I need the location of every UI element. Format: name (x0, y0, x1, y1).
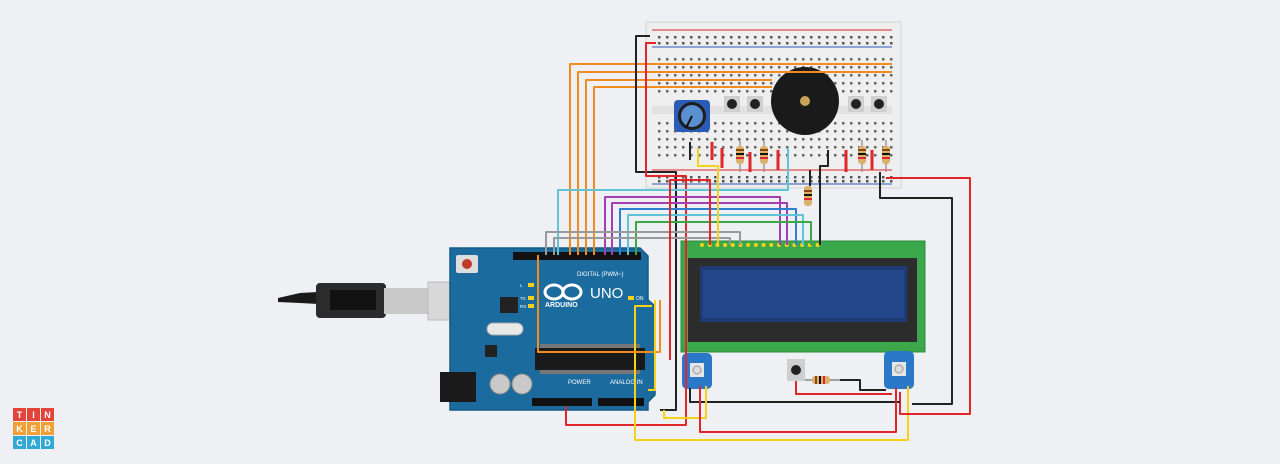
wire[interactable] (886, 177, 971, 415)
power-jack[interactable] (440, 372, 476, 402)
pushbutton-3[interactable] (848, 96, 864, 112)
logo-letter: D (44, 438, 51, 448)
wire[interactable] (795, 381, 892, 395)
power-label: POWER (568, 380, 591, 386)
logo-tile (27, 422, 40, 435)
arduino-logo (543, 283, 583, 301)
analog-header[interactable] (598, 398, 644, 406)
wire[interactable] (669, 179, 711, 360)
logo-letter: E (30, 424, 36, 434)
pushbutton-2[interactable] (747, 96, 763, 112)
digital-header[interactable] (513, 252, 641, 260)
arduino-uno-board[interactable]: ARDUINO UNO DIGITAL (PWM~) POWER ANALOG … (440, 247, 656, 411)
wire[interactable] (634, 305, 909, 441)
digital-label: DIGITAL (PWM~) (577, 272, 624, 278)
wire[interactable] (627, 214, 804, 255)
logo-letter: K (16, 424, 23, 434)
wire[interactable] (565, 42, 687, 426)
piezo-buzzer[interactable] (771, 67, 839, 135)
pushbutton-4[interactable] (871, 96, 887, 112)
resistor[interactable] (760, 140, 768, 172)
wire[interactable] (569, 63, 892, 255)
power-header[interactable] (532, 398, 592, 406)
logo-letter: C (16, 438, 23, 448)
resistor[interactable] (858, 140, 866, 172)
wire[interactable] (553, 237, 731, 255)
logo-tile (27, 408, 40, 421)
wire[interactable] (577, 71, 892, 255)
wire[interactable] (819, 150, 829, 245)
rx-label: RX (520, 304, 526, 309)
logo-letter: N (44, 410, 51, 420)
neopixel-2[interactable] (884, 351, 914, 389)
wire[interactable] (697, 148, 719, 245)
logo-letter: R (44, 424, 51, 434)
wire[interactable] (635, 35, 677, 411)
wire[interactable] (689, 388, 900, 403)
wire[interactable] (879, 172, 953, 405)
arduino-model: UNO (590, 285, 623, 302)
tx-label: TX (520, 296, 526, 301)
wire[interactable] (593, 86, 772, 255)
atmega-chip (535, 348, 645, 370)
pushbutton-5[interactable] (787, 359, 805, 381)
logo-tile (13, 408, 26, 421)
pushbutton-1[interactable] (724, 96, 740, 112)
wire[interactable] (840, 379, 886, 391)
resistor[interactable] (882, 140, 890, 172)
on-label: ON (636, 296, 644, 302)
potentiometer[interactable] (674, 100, 710, 132)
arduino-brand: ARDUINO (545, 302, 578, 309)
logo-tile (27, 436, 40, 449)
logo-letter: I (32, 410, 35, 420)
l-label: L (520, 283, 523, 288)
wire[interactable] (611, 202, 788, 255)
resistor-vertical[interactable] (804, 186, 812, 206)
logo-letter: A (30, 438, 37, 448)
lcd-16x2[interactable] (680, 240, 926, 353)
analog-label: ANALOG IN (610, 380, 643, 386)
logo-tile (41, 422, 54, 435)
wire[interactable] (557, 148, 789, 255)
neopixel-1[interactable] (682, 353, 712, 389)
wire[interactable] (648, 300, 656, 391)
wires[interactable] (537, 35, 971, 441)
logo-tile (13, 422, 26, 435)
wire[interactable] (585, 79, 772, 255)
resistor-button[interactable] (805, 376, 840, 384)
resistor[interactable] (736, 140, 744, 172)
logo-tile (41, 408, 54, 421)
wire[interactable] (545, 231, 741, 255)
wire[interactable] (663, 386, 707, 419)
wire[interactable] (699, 386, 897, 433)
logo-tile (13, 436, 26, 449)
logo-tile (41, 436, 54, 449)
logo-letter: T (17, 410, 23, 420)
wire[interactable] (537, 255, 661, 353)
